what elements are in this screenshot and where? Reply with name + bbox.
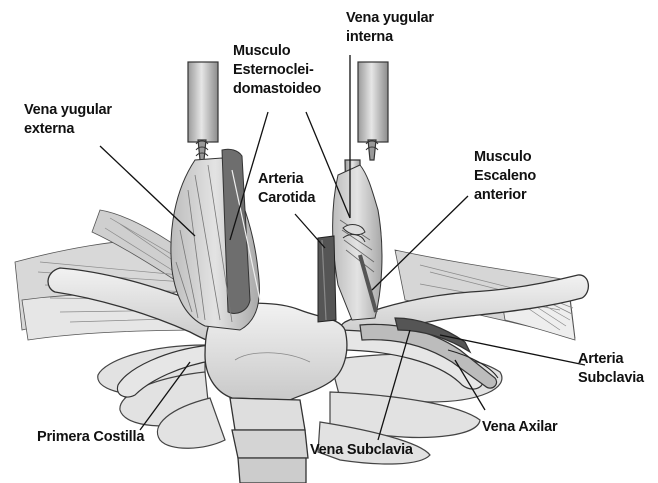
label-vena-yugular-externa: Vena yugular externa <box>24 101 112 139</box>
label-vena-yugular-interna: Vena yugular interna <box>346 9 434 47</box>
label-vena-subclavia: Vena Subclavia <box>310 441 413 460</box>
label-musculo-escaleno-anterior: Musculo Escaleno anterior <box>474 148 536 205</box>
label-musculo-esternocleidomastoideo: Musculo Esternoclei- domastoideo <box>233 42 321 99</box>
leader-carotida <box>295 214 325 248</box>
scalene-bundle <box>333 165 382 320</box>
label-arteria-carotida: Arteria Carotida <box>258 170 315 208</box>
carotid-artery <box>318 236 336 322</box>
label-vena-axilar: Vena Axilar <box>482 418 557 437</box>
label-primera-costilla: Primera Costilla <box>37 428 144 447</box>
label-arteria-subclavia: Arteria Subclavia <box>578 350 644 388</box>
sternocleidomastoid-muscle <box>171 149 260 330</box>
left-retractor <box>188 62 218 160</box>
